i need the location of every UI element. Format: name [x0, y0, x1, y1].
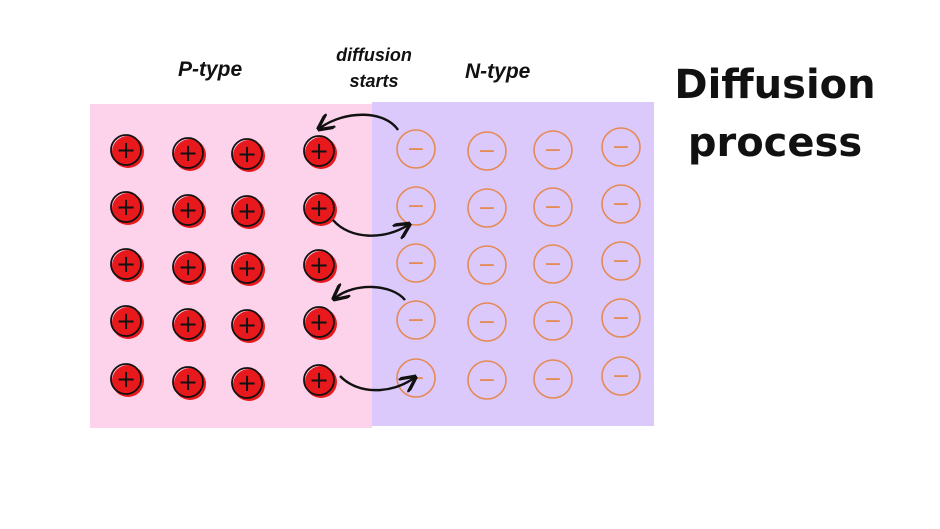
- svg-text:+: +: [309, 366, 329, 394]
- svg-text:+: +: [178, 196, 198, 224]
- electron-5-3: −: [533, 359, 573, 399]
- hole-1-2: +: [172, 137, 206, 171]
- svg-text:+: +: [178, 253, 198, 281]
- diffusion-arrow-2: [332, 219, 408, 236]
- hole-4-4: +: [303, 306, 337, 340]
- svg-text:+: +: [309, 194, 329, 222]
- hole-2-3: +: [231, 195, 265, 229]
- electron-5-4: −: [601, 356, 641, 396]
- svg-text:−: −: [407, 366, 425, 391]
- svg-text:−: −: [612, 306, 630, 331]
- hole-2-4: +: [303, 192, 337, 226]
- hole-2-1: +: [110, 191, 144, 225]
- diffusion-label-line2: starts: [349, 71, 399, 91]
- title-line1: Diffusion: [674, 62, 876, 108]
- svg-text:−: −: [612, 364, 630, 389]
- svg-text:−: −: [544, 195, 562, 220]
- svg-text:+: +: [309, 137, 329, 165]
- electron-2-4: −: [601, 184, 641, 224]
- svg-text:−: −: [478, 196, 496, 221]
- p-type-label: P-type: [178, 58, 243, 81]
- electrons-group: − − − − − − − − − − − − − − − − − − − −: [396, 127, 641, 400]
- svg-text:+: +: [178, 310, 198, 338]
- hole-5-2: +: [172, 366, 206, 400]
- svg-text:+: +: [116, 250, 136, 278]
- hole-3-1: +: [110, 248, 144, 282]
- hole-1-3: +: [231, 138, 265, 172]
- svg-text:+: +: [178, 139, 198, 167]
- svg-text:+: +: [309, 308, 329, 336]
- hole-2-2: +: [172, 194, 206, 228]
- svg-text:−: −: [544, 252, 562, 277]
- electron-3-4: −: [601, 241, 641, 281]
- electron-4-3: −: [533, 301, 573, 341]
- hole-5-4: +: [303, 364, 337, 398]
- hole-3-2: +: [172, 251, 206, 285]
- electron-3-1: −: [396, 243, 436, 283]
- hole-4-2: +: [172, 308, 206, 342]
- electron-4-2: −: [467, 302, 507, 342]
- svg-text:−: −: [544, 367, 562, 392]
- electron-1-4: −: [601, 127, 641, 167]
- diffusion-arrow-3: [335, 287, 406, 300]
- hole-5-1: +: [110, 363, 144, 397]
- svg-text:−: −: [544, 309, 562, 334]
- svg-text:−: −: [407, 194, 425, 219]
- electron-3-3: −: [533, 244, 573, 284]
- diffusion-arrow-1: [320, 115, 400, 130]
- svg-text:−: −: [478, 368, 496, 393]
- electron-2-3: −: [533, 187, 573, 227]
- hole-4-3: +: [231, 309, 265, 343]
- electron-1-3: −: [533, 130, 573, 170]
- svg-text:−: −: [407, 251, 425, 276]
- n-type-region: [372, 102, 654, 426]
- electron-1-2: −: [467, 131, 507, 171]
- svg-text:+: +: [178, 368, 198, 396]
- diffusion-arrows: [320, 115, 414, 390]
- diffusion-starts-label: diffusion starts: [322, 42, 426, 94]
- hole-3-3: +: [231, 252, 265, 286]
- svg-text:−: −: [612, 249, 630, 274]
- hole-1-1: +: [110, 134, 144, 168]
- diffusion-label-line1: diffusion: [336, 45, 412, 65]
- electron-1-1: −: [396, 129, 436, 169]
- electron-2-1: −: [396, 186, 436, 226]
- svg-text:+: +: [237, 197, 257, 225]
- svg-text:+: +: [237, 311, 257, 339]
- svg-text:−: −: [407, 137, 425, 162]
- svg-text:−: −: [612, 135, 630, 160]
- page-title: Diffusion process: [660, 56, 890, 172]
- svg-text:−: −: [478, 310, 496, 335]
- svg-text:+: +: [309, 251, 329, 279]
- svg-text:−: −: [407, 308, 425, 333]
- svg-text:+: +: [237, 140, 257, 168]
- svg-text:−: −: [544, 138, 562, 163]
- diffusion-arrow-4: [339, 376, 414, 390]
- svg-text:−: −: [478, 139, 496, 164]
- svg-text:+: +: [116, 365, 136, 393]
- svg-text:−: −: [612, 192, 630, 217]
- electron-5-2: −: [467, 360, 507, 400]
- hole-4-1: +: [110, 305, 144, 339]
- title-line2: process: [687, 120, 863, 166]
- electron-3-2: −: [467, 245, 507, 285]
- svg-text:+: +: [237, 254, 257, 282]
- electron-4-4: −: [601, 298, 641, 338]
- svg-text:+: +: [116, 193, 136, 221]
- hole-1-4: +: [303, 135, 337, 169]
- hole-3-4: +: [303, 249, 337, 283]
- n-type-label: N-type: [465, 60, 531, 83]
- svg-text:−: −: [478, 253, 496, 278]
- svg-text:+: +: [116, 136, 136, 164]
- hole-5-3: +: [231, 367, 265, 401]
- electron-2-2: −: [467, 188, 507, 228]
- svg-text:+: +: [237, 369, 257, 397]
- holes-group: + + + + + + + + + + + + + + + + + + + +: [110, 134, 337, 401]
- svg-text:+: +: [116, 307, 136, 335]
- electron-4-1: −: [396, 300, 436, 340]
